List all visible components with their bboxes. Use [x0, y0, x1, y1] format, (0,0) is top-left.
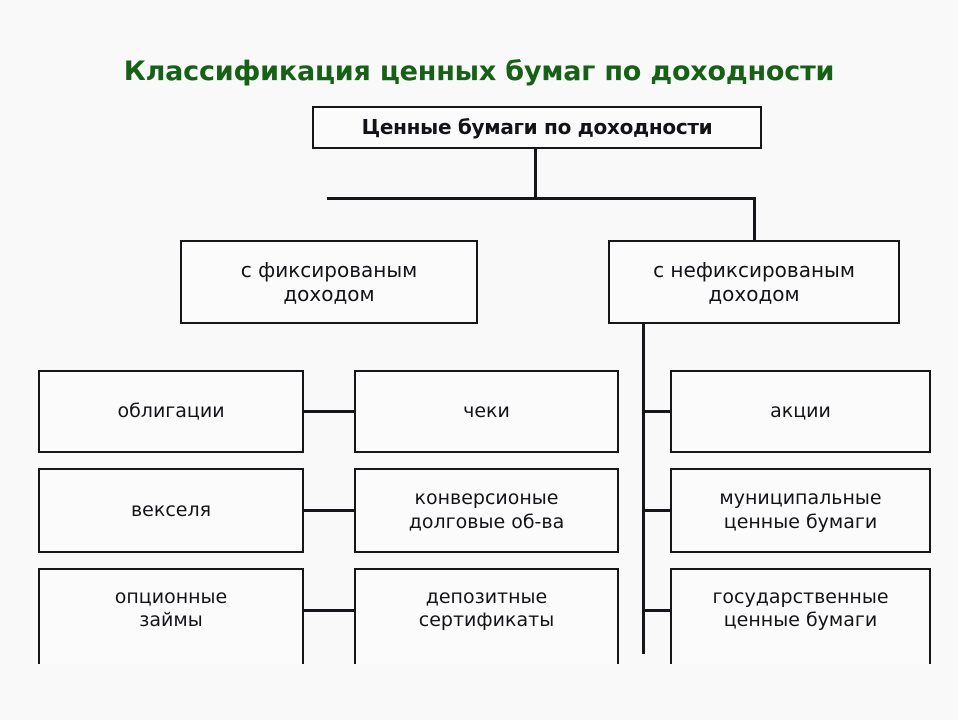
node-root[interactable]: Ценные бумаги по доходности [312, 106, 762, 149]
connector-c1-to-c2-r1 [303, 410, 356, 413]
node-government-securities-label: государственные ценные бумаги [712, 586, 889, 632]
node-deposit-certificates-label: депозитные сертификаты [418, 586, 555, 632]
node-option-loans-label: опционные займы [114, 586, 228, 632]
connector-root-stem [534, 149, 537, 199]
node-deposit-certificates[interactable]: депозитные сертификаты [354, 568, 619, 664]
connector-level2-bar [327, 197, 756, 200]
connector-unfixed-trunk [642, 324, 645, 654]
connector-to-unfixed [753, 197, 756, 242]
page-title: Классификация ценных бумаг по доходности [123, 56, 835, 87]
node-government-securities[interactable]: государственные ценные бумаги [670, 568, 931, 664]
node-promissory-notes-label: векселя [130, 498, 212, 521]
node-option-loans[interactable]: опционные займы [38, 568, 304, 664]
connector-c1-to-c2-r2 [303, 509, 356, 512]
node-root-label: Ценные бумаги по доходности [361, 115, 713, 140]
node-convertible-debt[interactable]: конверсионые долговые об-ва [354, 468, 619, 553]
connector-trunk-to-c3-r3 [642, 609, 672, 612]
node-cheques[interactable]: чеки [354, 370, 619, 453]
node-bonds-label: облигации [117, 399, 225, 422]
node-promissory-notes[interactable]: векселя [38, 468, 304, 553]
node-convertible-debt-label: конверсионые долговые об-ва [408, 487, 565, 533]
node-municipal-securities[interactable]: муниципальные ценные бумаги [670, 468, 931, 553]
connector-trunk-to-c3-r1 [642, 410, 672, 413]
node-shares[interactable]: акции [670, 370, 931, 453]
node-unfixed-income-label: с нефиксированым доходом [653, 257, 855, 306]
connector-c1-to-c2-r3 [303, 609, 356, 612]
node-shares-label: акции [770, 399, 831, 422]
node-fixed-income-label: с фиксированым доходом [240, 257, 418, 306]
node-cheques-label: чеки [463, 399, 510, 422]
node-unfixed-income[interactable]: с нефиксированым доходом [608, 240, 900, 324]
node-municipal-securities-label: муниципальные ценные бумаги [719, 487, 882, 533]
node-fixed-income[interactable]: с фиксированым доходом [180, 240, 478, 324]
connector-trunk-to-c3-r2 [642, 509, 672, 512]
node-bonds[interactable]: облигации [38, 370, 304, 453]
